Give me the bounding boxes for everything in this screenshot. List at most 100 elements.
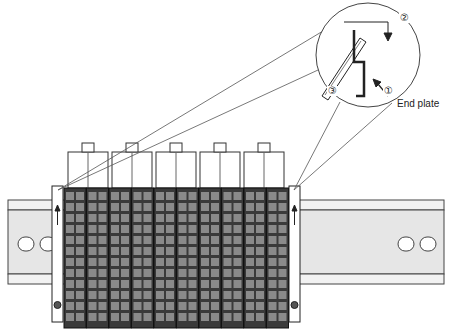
terminal-hole [246,258,254,266]
terminal-hole [224,247,232,255]
rail-slot [420,237,436,251]
terminal-hole [256,280,264,288]
terminal-hole [156,291,164,299]
terminal-hole [246,313,254,321]
terminal-hole [234,291,242,299]
terminal-hole [234,302,242,310]
terminal-hole [99,302,107,310]
terminal-hole [99,225,107,233]
terminal-hole [279,236,287,244]
terminal-hole [166,258,174,266]
terminal-hole [89,258,97,266]
terminal-hole [144,236,152,244]
terminal-hole [111,291,119,299]
terminal-hole [269,280,277,288]
terminal-hole [179,203,187,211]
terminal-body [154,188,176,328]
arrow-head [292,205,297,211]
terminal-hole [121,302,129,310]
terminal-hole [111,269,119,277]
terminal-hole [166,192,174,200]
terminal-hole [279,247,287,255]
terminal-column [154,188,176,328]
terminal-hole [179,313,187,321]
terminal-hole [234,247,242,255]
terminal-hole [211,280,219,288]
magnified-end-plate [322,22,392,100]
terminal-hole [179,192,187,200]
head-tab [170,143,182,152]
terminal-hole [134,203,142,211]
terminal-hole [134,192,142,200]
terminal-hole [224,203,232,211]
arrow-head [55,205,60,211]
terminal-hole [189,236,197,244]
terminal-hole [66,302,74,310]
terminal-bodies [64,188,289,328]
terminal-hole [224,280,232,288]
rail-profile [354,30,364,96]
terminal-hole [211,291,219,299]
head-box [112,152,152,188]
terminal-hole [89,280,97,288]
terminal-hole [99,269,107,277]
terminal-hole [256,192,264,200]
terminal-hole [66,258,74,266]
terminal-hole [246,280,254,288]
terminal-hole [89,214,97,222]
terminal-hole [89,291,97,299]
terminal-hole [66,247,74,255]
terminal-hole [179,258,187,266]
terminal-hole [156,247,164,255]
terminal-hole [166,269,174,277]
terminal-hole [134,258,142,266]
head-box [244,152,284,188]
terminal-hole [246,192,254,200]
head-divider [132,152,133,188]
terminal-hole [144,258,152,266]
terminal-hole [76,203,84,211]
leader-line [294,103,392,190]
rail-slot [18,237,34,251]
terminal-hole [111,192,119,200]
terminal-hole [279,302,287,310]
terminal-hole [211,247,219,255]
terminal-hole [76,291,84,299]
terminal-hole [234,192,242,200]
terminal-hole [134,225,142,233]
terminal-hole [269,291,277,299]
terminal-body [244,188,266,328]
terminal-hole [269,313,277,321]
terminal-hole [121,192,129,200]
module-head [68,143,108,188]
terminal-hole [269,203,277,211]
terminal-hole [99,280,107,288]
terminal-hole [189,302,197,310]
terminal-hole [211,302,219,310]
terminal-column [87,188,109,328]
terminal-hole [111,236,119,244]
terminal-hole [66,225,74,233]
terminal-hole [189,280,197,288]
terminal-hole [211,269,219,277]
arrow-head [384,33,392,41]
terminal-hole [111,280,119,288]
terminal-hole [279,192,287,200]
terminal-hole [269,302,277,310]
terminal-hole [224,225,232,233]
rail-body [8,210,444,274]
terminal-hole [66,313,74,321]
callout-number: ② [399,13,410,23]
terminal-column [132,188,154,328]
terminal-hole [121,280,129,288]
end-plates [52,186,300,322]
terminal-hole [66,269,74,277]
head-tab [126,143,138,152]
terminal-hole [201,280,209,288]
terminal-hole [246,203,254,211]
terminal-hole [111,247,119,255]
terminal-hole [89,302,97,310]
terminal-hole [99,313,107,321]
terminal-hole [224,214,232,222]
